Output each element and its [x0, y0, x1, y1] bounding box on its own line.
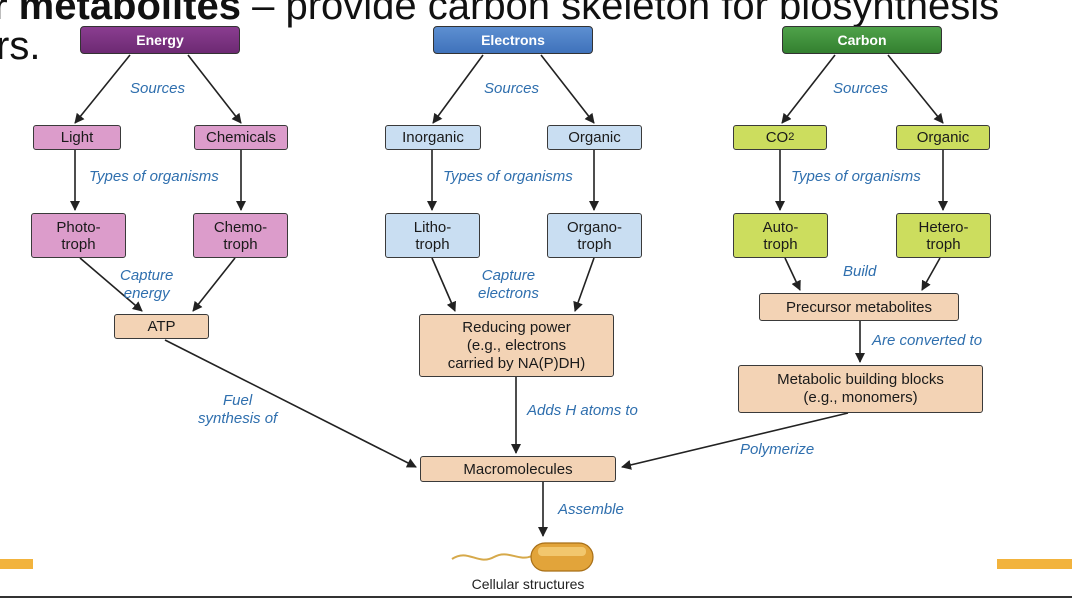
arrow-carbon-co2	[781, 54, 836, 124]
electrons-header: Electrons	[433, 26, 593, 54]
electrons-types-label: Types of organisms	[443, 168, 573, 185]
header-line-1: r metabolites – provide carbon skeleton …	[0, 0, 999, 30]
organic-carbon-box: Organic	[896, 125, 990, 150]
header-rest: – provide carbon skeleton for biosynthes…	[240, 0, 1000, 28]
reducing-power-box: Reducing power (e.g., electrons carried …	[419, 314, 614, 377]
converted-label: Are converted to	[872, 332, 983, 349]
arrow-energy-chemicals	[187, 54, 242, 124]
adds-h-label: Adds H atoms to	[527, 402, 638, 419]
slide-bottom-border	[0, 596, 1072, 598]
arrow-autotroph-precursor	[784, 257, 801, 291]
polymerize-label: Polymerize	[740, 441, 815, 458]
arrow-blocks-macro	[621, 412, 849, 470]
build-label: Build	[843, 263, 877, 280]
organic-electrons-box: Organic	[547, 125, 642, 150]
precursor-metabolites-box: Precursor metabolites	[759, 293, 959, 321]
light-box: Light	[33, 125, 121, 150]
building-blocks-box: Metabolic building blocks (e.g., monomer…	[738, 365, 983, 413]
arrow-phototroph-atp	[79, 257, 143, 312]
capture-energy-label: Capture energy	[120, 267, 174, 302]
arrow-electrons-organic	[540, 54, 595, 124]
carbon-sources-label: Sources	[833, 80, 889, 97]
arrow-chemotroph-atp	[192, 257, 236, 312]
arrow-energy-light	[74, 54, 131, 124]
assemble-label: Assemble	[558, 501, 624, 518]
carbon-header: Carbon	[782, 26, 942, 54]
arrow-carbon-organic	[887, 54, 944, 124]
arrow-lithotroph-reducing	[431, 257, 457, 312]
arrow-heterotroph-precursor	[921, 257, 941, 291]
cell-illustration	[451, 542, 594, 572]
capture-electrons-label: Capture electrons	[478, 267, 539, 302]
chemicals-box: Chemicals	[194, 125, 288, 150]
arrow-atp-macro	[164, 339, 417, 468]
energy-header: Energy	[80, 26, 240, 54]
arrow-organotroph-reducing	[573, 257, 595, 312]
organotroph-box: Organo- troph	[547, 213, 642, 258]
autotroph-box: Auto- troph	[733, 213, 828, 258]
slide-accent-bar-left	[0, 559, 33, 569]
cellular-structures-caption: Cellular structures	[471, 576, 585, 592]
electrons-sources-label: Sources	[484, 80, 540, 97]
phototroph-box: Photo- troph	[31, 213, 126, 258]
energy-sources-label: Sources	[130, 80, 186, 97]
header-line-2: rs.	[0, 24, 41, 68]
slide-accent-bar-right	[997, 559, 1072, 569]
co2-subscript: 2	[788, 131, 795, 143]
header-bold-term: r metabolites	[0, 0, 241, 28]
inorganic-box: Inorganic	[385, 125, 481, 150]
heterotroph-box: Hetero- troph	[896, 213, 991, 258]
co2-prefix: CO	[765, 129, 789, 146]
fuel-synthesis-label: Fuel synthesis of	[198, 392, 278, 427]
carbon-types-label: Types of organisms	[791, 168, 921, 185]
chemotroph-box: Chemo- troph	[193, 213, 288, 258]
energy-types-label: Types of organisms	[89, 168, 219, 185]
atp-box: ATP	[114, 314, 209, 339]
lithotroph-box: Litho- troph	[385, 213, 480, 258]
arrow-electrons-inorganic	[432, 54, 484, 124]
macromolecules-box: Macromolecules	[420, 456, 616, 482]
